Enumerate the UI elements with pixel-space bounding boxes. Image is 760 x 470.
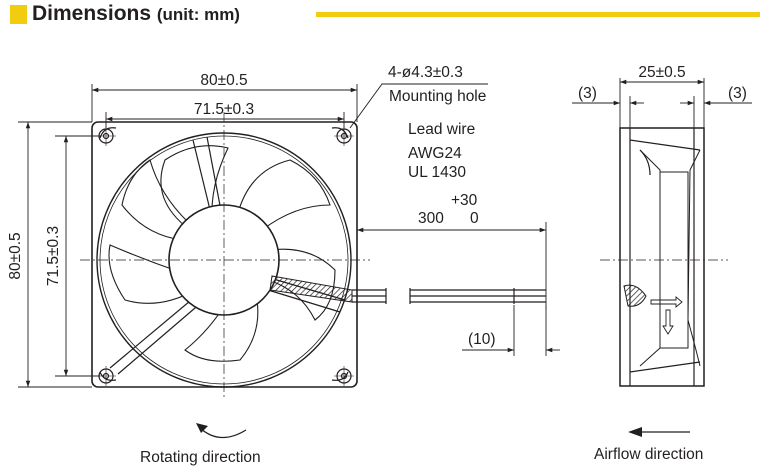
hole-pitch-height-label: 71.5±0.3 [45, 226, 62, 286]
lead-wire-awg: AWG24 [408, 145, 462, 162]
side-dimensions [572, 78, 752, 128]
strip-length-label: (10) [468, 331, 496, 348]
hole-pitch-width-label: 71.5±0.3 [194, 101, 254, 118]
lead-wires [352, 288, 546, 304]
lead-length-label: 300 [418, 210, 444, 227]
side-depth-label: 25±0.5 [638, 64, 685, 81]
mounting-hole-label: Mounting hole [389, 88, 486, 105]
lead-tolerance-minus: 0 [470, 210, 479, 227]
mounting-hole [334, 366, 354, 386]
airflow-direction-label: Airflow direction [594, 446, 703, 463]
mounting-hole-spec: 4-ø4.3±0.3 [388, 64, 463, 81]
side-flange-left-label: (3) [578, 85, 597, 102]
outer-height-label: 80±0.5 [7, 232, 24, 279]
mounting-hole [334, 126, 354, 146]
front-dimensions [18, 83, 560, 388]
lead-wire-bundle [269, 275, 353, 303]
fan-front-view [91, 121, 358, 388]
outer-width-label: 80±0.5 [200, 72, 247, 89]
lead-wire-title: Lead wire [408, 121, 475, 138]
rotation-arrow [196, 423, 247, 439]
side-frame [619, 127, 705, 387]
lead-wire-ul: UL 1430 [408, 164, 466, 181]
unit-text: (unit: mm) [156, 5, 240, 24]
rotating-direction-label: Rotating direction [140, 449, 261, 466]
header-marker [10, 5, 27, 24]
side-flange-right-label: (3) [728, 85, 747, 102]
title-text: Dimensions [32, 2, 152, 25]
header-rule [316, 12, 760, 17]
front-centerlines [80, 112, 370, 400]
lead-tolerance-plus: +30 [451, 192, 478, 209]
page-title: Dimensions (unit: mm) [32, 2, 240, 26]
fan-side-view [619, 127, 705, 387]
airflow-arrow [628, 427, 690, 437]
